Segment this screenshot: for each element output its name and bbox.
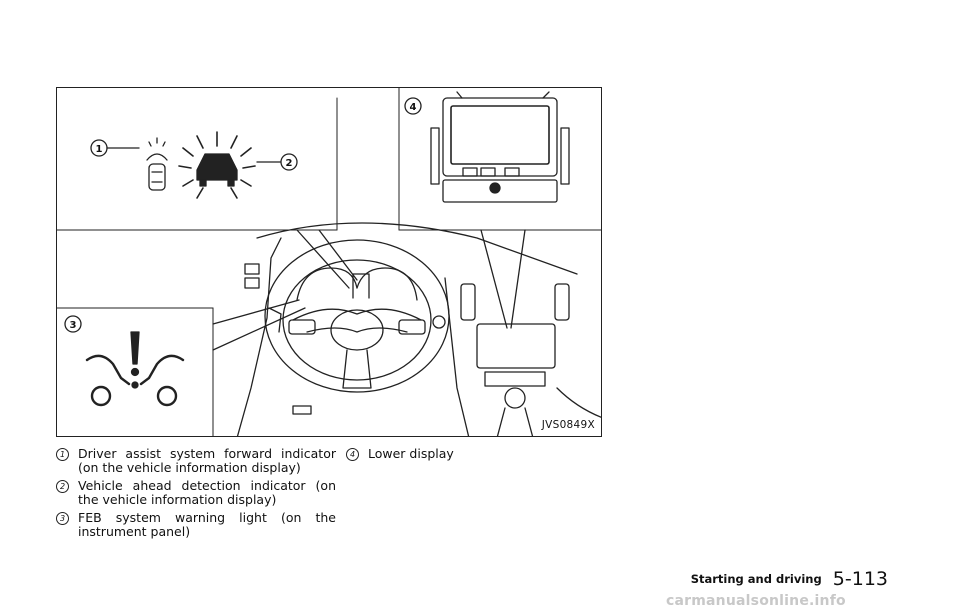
callout-2: 2: [256, 153, 298, 171]
figure-code: JVS0849X: [541, 419, 595, 431]
legend-number-1: 1: [56, 448, 69, 461]
forward-indicator-icon: [146, 137, 168, 191]
legend-number-4: 4: [346, 448, 359, 461]
svg-text:1: 1: [96, 144, 103, 155]
legend-text: FEB system warning light (on the instrum…: [78, 510, 336, 539]
legend-text: Vehicle ahead detection indicator (on th…: [78, 478, 336, 507]
dashboard-illustration: 1 2: [57, 88, 601, 436]
steering-wheel: [264, 239, 450, 393]
svg-text:3: 3: [70, 320, 77, 331]
figure: 1 2: [56, 87, 602, 437]
svg-text:2: 2: [286, 158, 293, 169]
dashboard-outline: [236, 222, 601, 436]
legend-text: Driver assist system forward indicator (…: [78, 446, 336, 475]
legend-text: Lower display: [368, 446, 454, 461]
callout-1: 1: [90, 139, 140, 157]
legend-number-2: 2: [56, 480, 69, 493]
svg-text:4: 4: [410, 102, 417, 113]
lower-display-inset: 4: [398, 88, 601, 231]
page-footer: Starting and driving 5-113: [691, 568, 888, 590]
instrument-cluster: [296, 267, 418, 301]
vehicle-ahead-icon: [178, 131, 256, 199]
watermark: carmanualsonline.info: [666, 593, 846, 609]
page-number: 5-113: [832, 568, 888, 590]
legend-number-3: 3: [56, 512, 69, 525]
section-title: Starting and driving: [690, 572, 822, 586]
feb-warning-inset: 3: [57, 307, 214, 436]
legend: 1 Driver assist system forward indicator…: [56, 447, 956, 567]
